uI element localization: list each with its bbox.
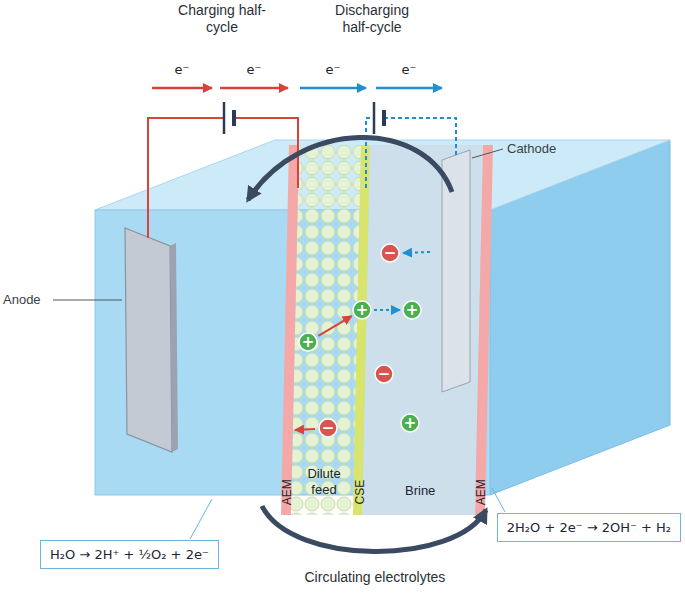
circulation-arrow bbox=[248, 137, 452, 200]
electron-label: e⁻ bbox=[402, 62, 417, 78]
ion-outline bbox=[319, 419, 337, 437]
electron-label: e⁻ bbox=[175, 62, 190, 78]
ion-outline bbox=[381, 244, 399, 262]
text-label: Dilute feed bbox=[297, 466, 351, 497]
ion-arrow bbox=[403, 252, 430, 253]
text-label: Brine bbox=[405, 483, 435, 499]
anode-plate bbox=[125, 228, 172, 452]
leader-line bbox=[53, 300, 122, 301]
electron-arrow bbox=[300, 87, 366, 90]
ion-circle: − bbox=[374, 364, 394, 384]
ion-arrow bbox=[295, 429, 315, 430]
node-text: − bbox=[322, 421, 335, 436]
ion-circle: + bbox=[400, 413, 420, 433]
battery-symbol bbox=[232, 110, 236, 126]
battery-symbol bbox=[223, 102, 226, 134]
anode-edge bbox=[170, 243, 178, 452]
electron-arrow bbox=[376, 87, 442, 90]
node-text: − bbox=[384, 246, 397, 261]
node-text: 2H₂O + 2e⁻ → 2OH⁻ + H₂ bbox=[507, 520, 671, 535]
charging-wire bbox=[148, 118, 224, 238]
battery-symbol bbox=[382, 110, 386, 126]
ion-circle: − bbox=[318, 418, 338, 438]
membrane-label: AEM bbox=[474, 479, 488, 505]
equation-box: H₂O → 2H⁺ + ½O₂ + 2e⁻ bbox=[40, 540, 219, 569]
ion-circle: − bbox=[380, 243, 400, 263]
node-text: H₂O → 2H⁺ + ½O₂ + 2e⁻ bbox=[50, 547, 209, 562]
ion-outline bbox=[299, 333, 317, 351]
text-label: Cathode bbox=[507, 141, 556, 157]
electron-arrow bbox=[220, 87, 288, 90]
battery-symbol bbox=[373, 102, 376, 134]
ion-transfer-arrow bbox=[318, 316, 351, 336]
ion-circle: + bbox=[298, 332, 318, 352]
cse-membrane bbox=[353, 145, 370, 515]
leader-line bbox=[492, 488, 505, 512]
equation-box: 2H₂O + 2e⁻ → 2OH⁻ + H₂ bbox=[497, 513, 681, 542]
cathode-plate bbox=[442, 150, 470, 392]
ion-outline bbox=[403, 301, 421, 319]
ion-outline bbox=[401, 414, 419, 432]
aem-membrane bbox=[281, 145, 299, 515]
ion-transfer-arrow bbox=[374, 309, 400, 311]
electron-label: e⁻ bbox=[247, 62, 262, 78]
dilute-compartment bbox=[291, 145, 361, 515]
node-text: + bbox=[404, 416, 417, 431]
text-label: Anode bbox=[3, 292, 41, 308]
ion-outline bbox=[353, 301, 371, 319]
text-label: Circulating electrolytes bbox=[305, 569, 446, 586]
node-text: + bbox=[356, 303, 369, 318]
ion-circle: + bbox=[402, 300, 422, 320]
brine-compartment bbox=[362, 145, 483, 515]
circulation-arrow bbox=[262, 506, 486, 552]
node-text: − bbox=[378, 367, 391, 382]
text-label: Charging half-cycle bbox=[174, 2, 270, 36]
aem-membrane bbox=[475, 145, 493, 515]
leader-line bbox=[190, 499, 212, 539]
membrane-label: AEM bbox=[280, 479, 294, 505]
node-text: + bbox=[406, 303, 419, 318]
ion-circle: + bbox=[352, 300, 372, 320]
leader-line bbox=[472, 149, 503, 158]
text-label: Discharging half-cycle bbox=[322, 2, 422, 36]
electron-label: e⁻ bbox=[326, 62, 341, 78]
electron-arrow bbox=[152, 87, 212, 90]
ion-outline bbox=[375, 365, 393, 383]
membrane-label: CSE bbox=[353, 480, 367, 505]
node-text: + bbox=[302, 335, 315, 350]
